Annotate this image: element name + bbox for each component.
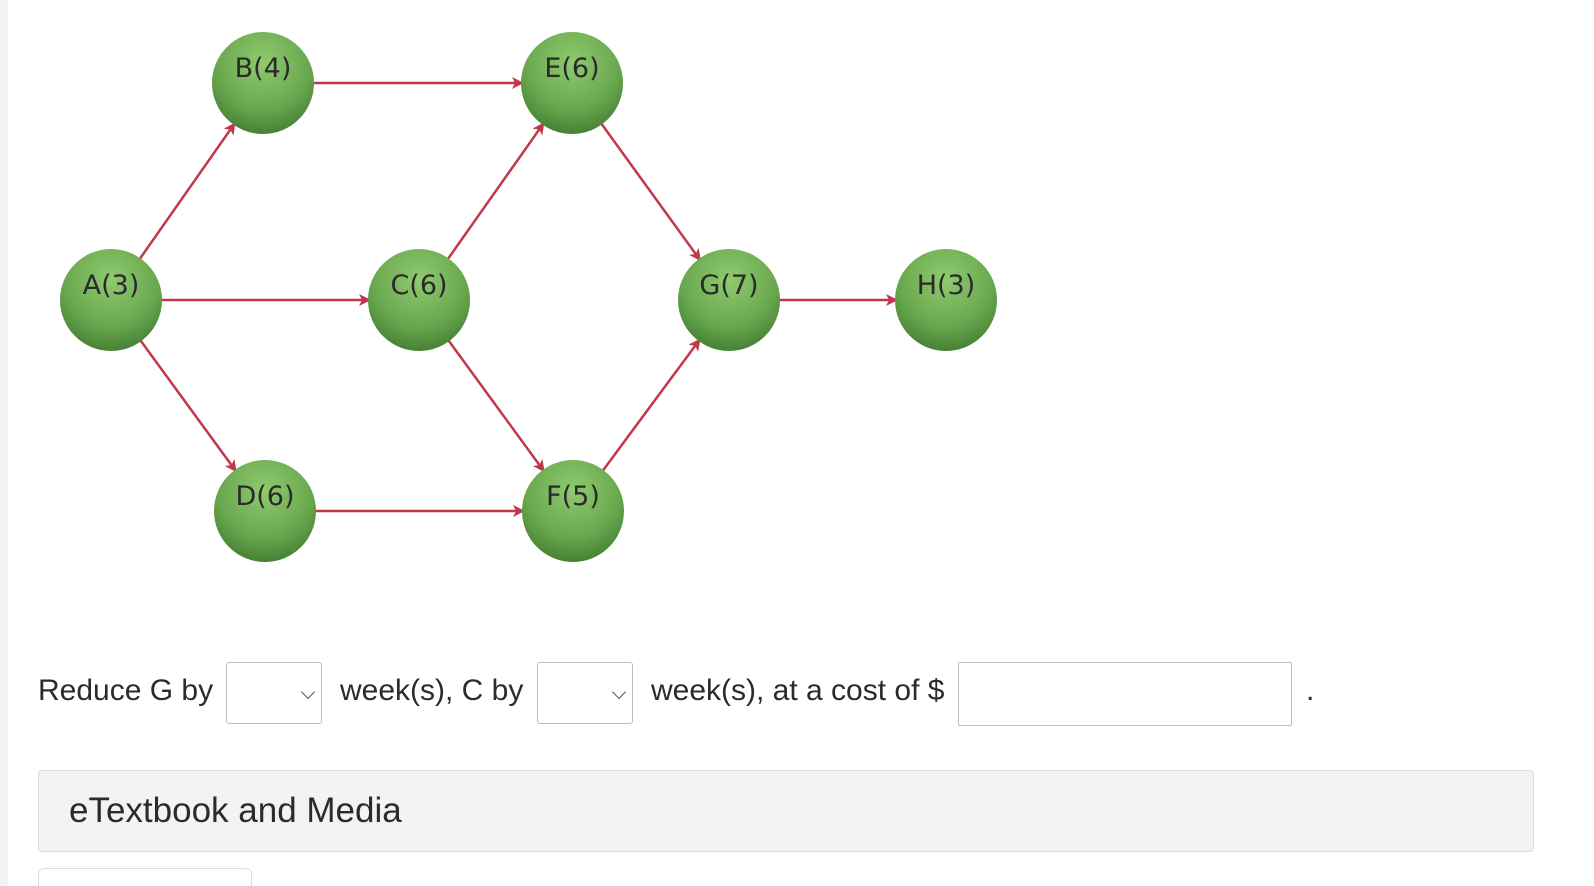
node-label: H(3) <box>917 270 976 301</box>
node-c: C(6) <box>368 249 470 351</box>
chevron-down-icon <box>611 684 627 700</box>
question-text-cost: week(s), at a cost of $ <box>651 674 945 707</box>
nodes-layer: A(3) B(4) C(6) D(6) E(6) F(5) G(7) H(3) <box>60 32 997 562</box>
node-a: A(3) <box>60 249 162 351</box>
cost-input[interactable] <box>958 662 1292 726</box>
node-b: B(4) <box>212 32 314 134</box>
node-g: G(7) <box>678 249 780 351</box>
node-circle <box>212 32 314 134</box>
question-text-c-by: week(s), C by <box>340 674 524 707</box>
node-label: E(6) <box>544 53 599 84</box>
bottom-tab[interactable] <box>38 868 252 886</box>
g-reduction-dropdown[interactable] <box>226 662 322 724</box>
node-circle <box>678 249 780 351</box>
edge-e-g <box>599 121 701 262</box>
etextbook-title: eTextbook and Media <box>69 791 402 830</box>
network-diagram: A(3) B(4) C(6) D(6) E(6) F(5) G(7) H(3) <box>60 32 997 562</box>
node-d: D(6) <box>214 460 316 562</box>
left-margin-strip <box>0 0 8 886</box>
edge-a-d <box>138 338 237 473</box>
node-label: D(6) <box>235 481 294 512</box>
node-circle <box>895 249 997 351</box>
node-label: G(7) <box>699 270 758 301</box>
node-label: C(6) <box>390 270 447 301</box>
question-text-reduce-g: Reduce G by <box>38 674 214 707</box>
edge-c-e <box>446 122 545 261</box>
edge-a-b <box>138 122 236 261</box>
c-reduction-dropdown[interactable] <box>537 662 633 724</box>
node-label: F(5) <box>546 481 600 512</box>
node-label: B(4) <box>235 53 292 84</box>
question-end-period: . <box>1306 674 1315 707</box>
node-label: A(3) <box>83 270 140 301</box>
node-circle <box>60 249 162 351</box>
node-f: F(5) <box>522 460 624 562</box>
node-circle <box>522 460 624 562</box>
node-circle <box>214 460 316 562</box>
etextbook-media-panel[interactable]: eTextbook and Media <box>38 770 1534 852</box>
node-e: E(6) <box>521 32 623 134</box>
edge-c-f <box>446 338 545 473</box>
node-h: H(3) <box>895 249 997 351</box>
node-circle <box>521 32 623 134</box>
question-row: Reduce G by week(s), C by week(s), at a … <box>0 662 1594 726</box>
node-circle <box>368 249 470 351</box>
edge-f-g <box>601 338 701 473</box>
chevron-down-icon <box>300 684 316 700</box>
edges-layer <box>138 77 898 517</box>
